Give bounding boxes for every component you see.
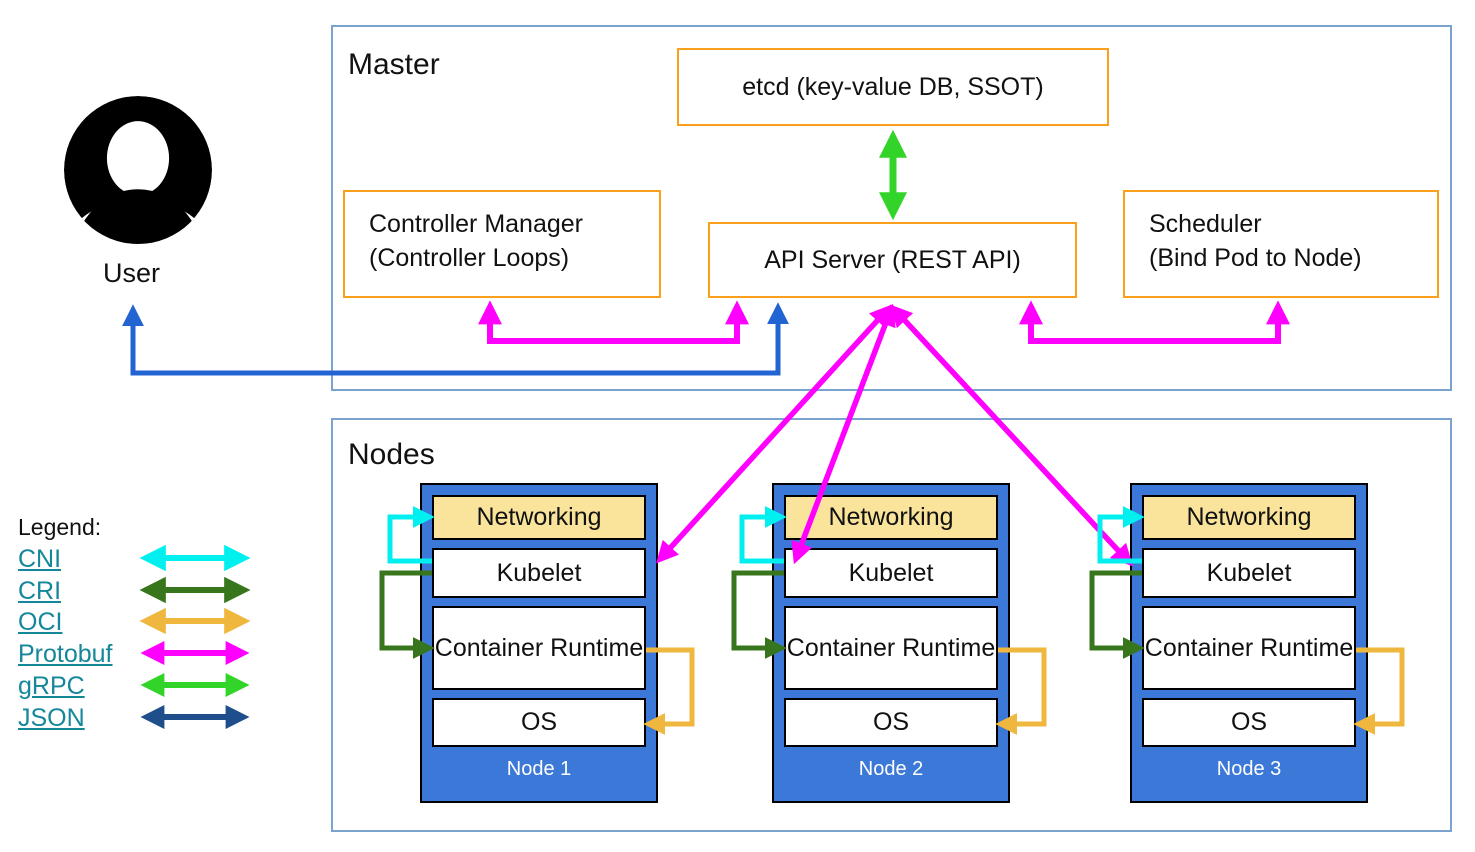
node-2-networking-layer: Networking [784,495,998,540]
etcd-label: etcd (key-value DB, SSOT) [742,72,1044,101]
node-1-kubelet-layer: Kubelet [432,548,646,598]
scheduler-box: Scheduler (Bind Pod to Node) [1123,190,1439,298]
node-2-container: Networking Kubelet Container Runtime OS … [772,483,1010,803]
legend-link-json[interactable]: JSON [18,704,85,732]
node-2-footer-label: Node 2 [858,758,924,780]
legend-title: Legend: [18,514,102,540]
node-2-kubelet-layer: Kubelet [784,548,998,598]
node-3-kubelet-layer: Kubelet [1142,548,1356,598]
controller-manager-label-line1: Controller Manager [369,210,583,238]
legend-link-cni[interactable]: CNI [18,545,62,573]
node-3-networking-layer: Networking [1142,495,1356,540]
node-3-container-runtime-layer: Container Runtime [1142,606,1356,690]
controller-manager-label-line2: (Controller Loops) [369,244,570,272]
user-avatar-icon [64,96,212,244]
controller-manager-box: Controller Manager (Controller Loops) [343,190,661,298]
api-server-box: API Server (REST API) [708,222,1077,298]
node-3-os-layer: OS [1142,698,1356,747]
scheduler-label-line1: Scheduler [1149,210,1262,238]
master-title: Master [348,48,440,81]
node-2-container-runtime-layer: Container Runtime [784,606,998,690]
node-3-footer-label: Node 3 [1216,758,1282,780]
node-2-os-layer: OS [784,698,998,747]
node-1-footer-label: Node 1 [506,758,572,780]
legend-link-cri[interactable]: CRI [18,577,62,605]
node-1-container: Networking Kubelet Container Runtime OS … [420,483,658,803]
node-1-container-runtime-layer: Container Runtime [432,606,646,690]
node-1-networking-layer: Networking [432,495,646,540]
api-server-label: API Server (REST API) [764,245,1021,274]
legend-link-grpc[interactable]: gRPC [18,672,85,700]
scheduler-label-line2: (Bind Pod to Node) [1149,244,1362,272]
nodes-title: Nodes [348,438,435,471]
node-1-os-layer: OS [432,698,646,747]
legend-link-protobuf[interactable]: Protobuf [18,640,113,668]
user-label: User [103,258,161,288]
legend-link-oci[interactable]: OCI [18,608,63,636]
node-3-container: Networking Kubelet Container Runtime OS … [1130,483,1368,803]
etcd-box: etcd (key-value DB, SSOT) [677,48,1109,126]
